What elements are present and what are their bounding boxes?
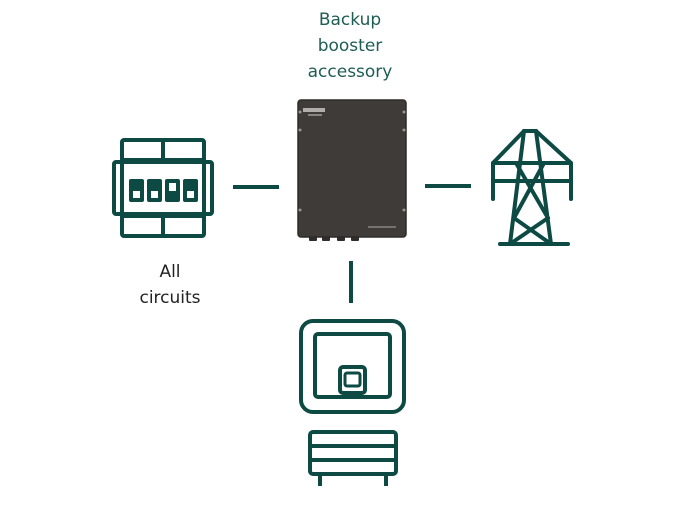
backup-booster-label-line-1: Backup	[318, 10, 382, 30]
circuit-breaker-panel-icon	[112, 138, 214, 238]
connector-lines	[233, 184, 471, 303]
power-tower-icon	[491, 129, 573, 246]
backup-booster-label: Backup booster accessory	[270, 7, 430, 85]
backup-booster-device	[297, 99, 407, 241]
backup-booster-label-line-3: accessory	[307, 62, 393, 82]
all-circuits-label: All circuits	[110, 259, 230, 311]
all-circuits-label-line-2: circuits	[139, 288, 201, 308]
breaker-switches	[133, 183, 194, 198]
all-circuits-label-line-1: All	[159, 262, 181, 282]
backup-booster-label-line-2: booster	[317, 36, 383, 56]
inverter-icon	[299, 319, 406, 414]
battery-icon	[308, 430, 398, 486]
